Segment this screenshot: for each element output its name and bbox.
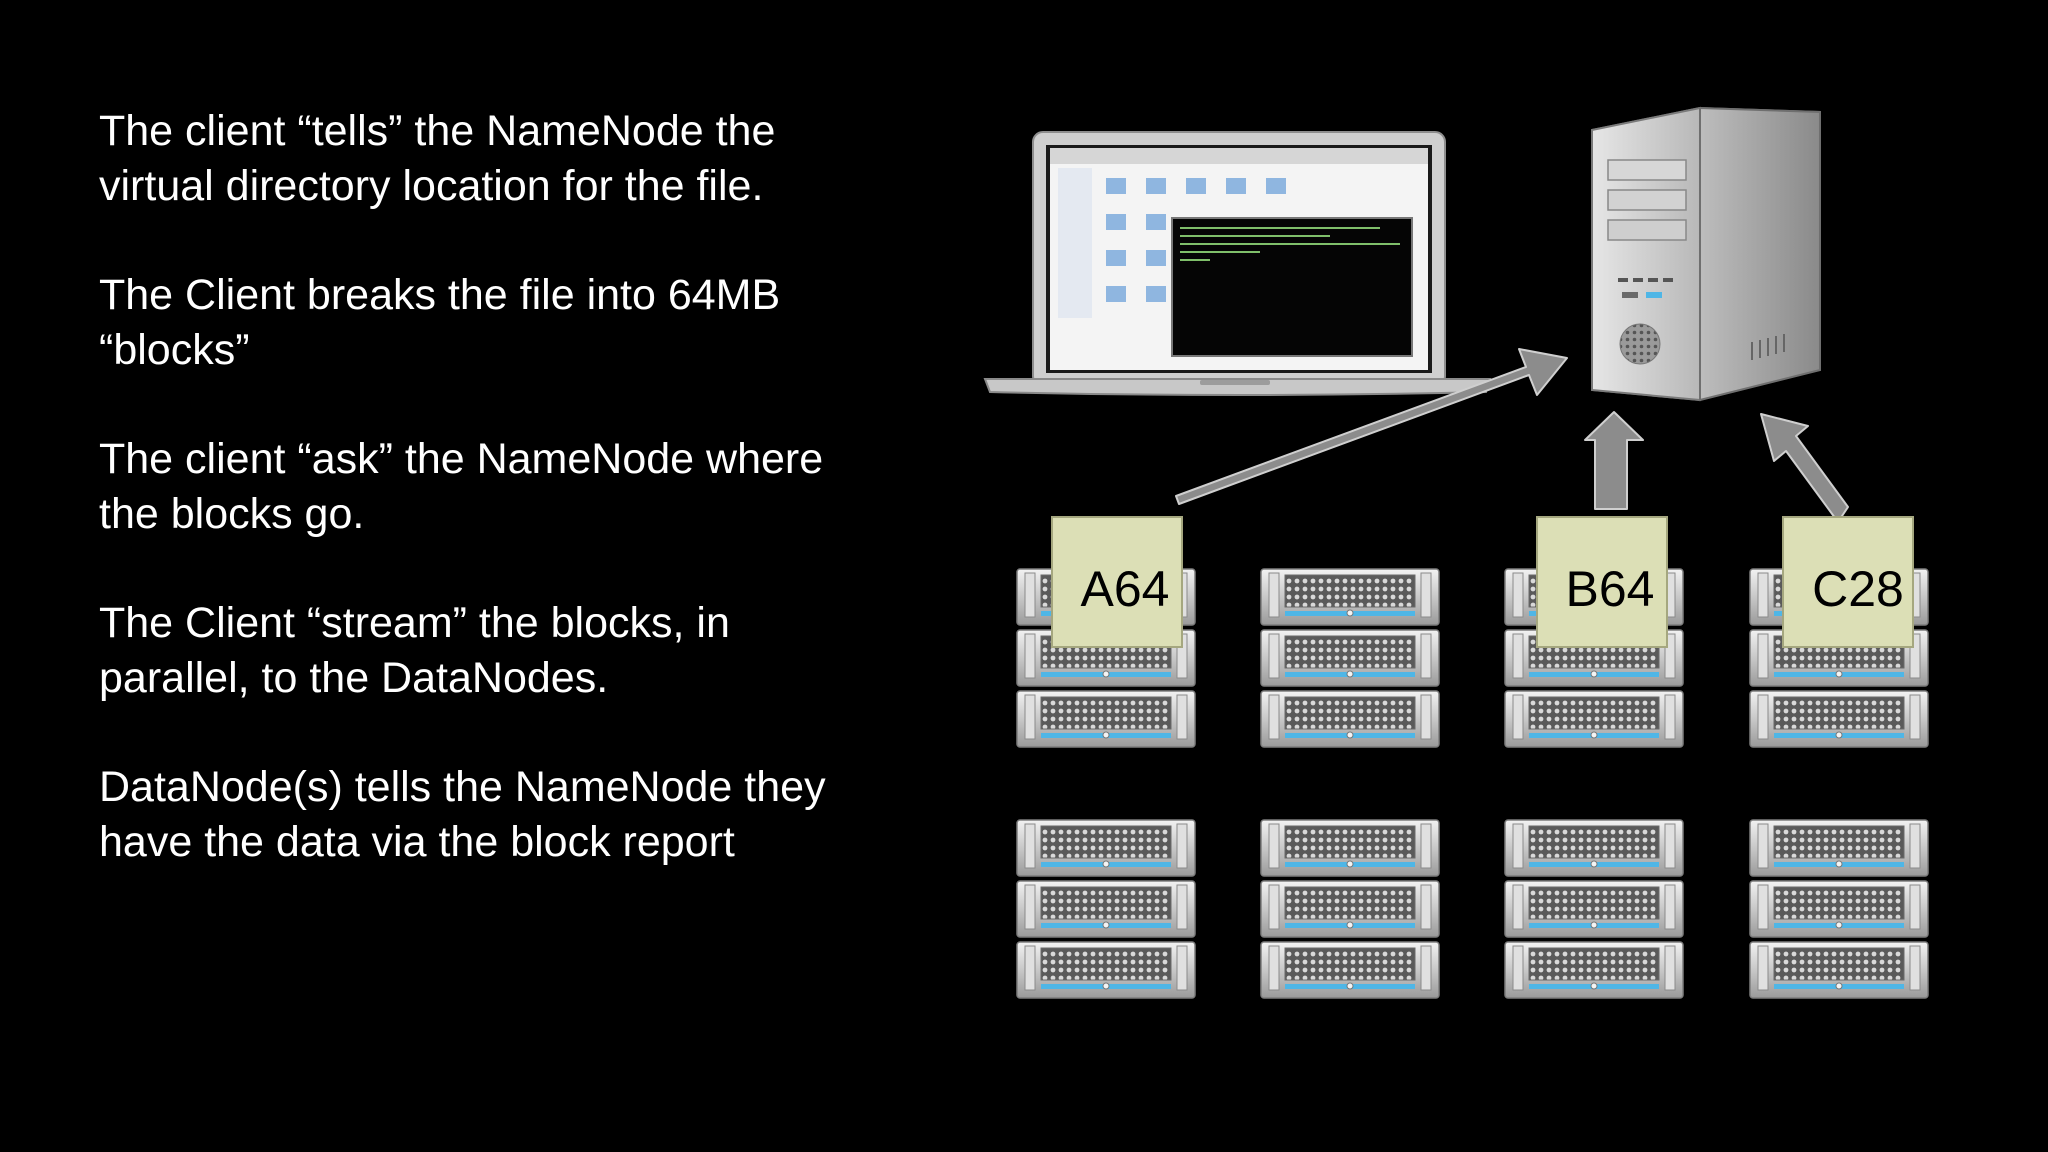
step-2-text: The Client breaks the file into 64MB “bl… [99, 271, 781, 374]
arrow-b64-to-namenode [1584, 411, 1644, 510]
step-3-text: The client “ask” the NameNode where the … [99, 435, 824, 538]
block-c28: C28 [1782, 516, 1914, 648]
block-a64: A64 [1051, 516, 1183, 648]
rack-server-icon [1260, 568, 1440, 999]
block-label: A64 [1081, 561, 1170, 617]
server-tower-icon [1591, 106, 1821, 402]
step-4-text: The Client “stream” the blocks, in paral… [99, 599, 730, 702]
arrow-a64-to-namenode [1175, 348, 1568, 505]
block-label: C28 [1812, 561, 1904, 617]
step-1-text: The client “tells” the NameNode the virt… [99, 107, 776, 210]
text-panel: The client “tells” the NameNode the virt… [99, 104, 959, 924]
laptop-icon [983, 131, 1492, 396]
block-report-arrows [1175, 348, 1849, 523]
step-5-text: DataNode(s) tells the NameNode they have… [99, 763, 826, 866]
block-label: B64 [1566, 561, 1655, 617]
block-b64: B64 [1536, 516, 1668, 648]
arrow-c28-to-namenode [1760, 413, 1849, 523]
